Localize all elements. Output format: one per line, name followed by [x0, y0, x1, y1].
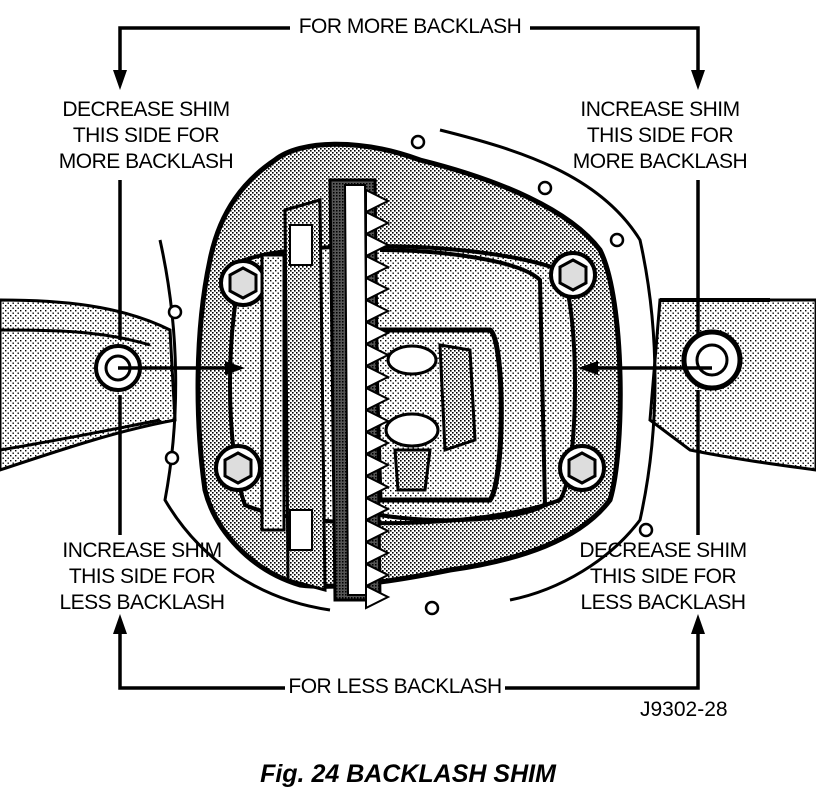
gear-tooth: [365, 430, 391, 456]
gear-tooth: [365, 320, 391, 346]
left-bottom-line-3: LESS BACKLASH: [59, 591, 225, 614]
arrow-frame: [113, 26, 712, 690]
right-top-label: INCREASE SHIM THIS SIDE FOR MORE BACKLAS…: [550, 97, 770, 175]
right-top-line-2: THIS SIDE FOR: [586, 124, 734, 147]
gear-tooth: [365, 342, 391, 368]
gear-tooth: [365, 364, 391, 390]
left-bottom-line-1: INCREASE SHIM: [62, 539, 222, 562]
right-bottom-label: DECREASE SHIM THIS SIDE FOR LESS BACKLAS…: [553, 538, 773, 616]
bottom-label: FOR LESS BACKLASH: [286, 674, 504, 700]
left-bottom-line-2: THIS SIDE FOR: [68, 565, 216, 588]
gear-tooth: [365, 298, 391, 324]
right-top-line-3: MORE BACKLASH: [572, 150, 748, 173]
gear-tooth: [365, 518, 391, 544]
differential-case: [372, 248, 548, 523]
left-top-line-1: DECREASE SHIM: [62, 98, 230, 121]
cap-bolt-upper-right: [549, 251, 597, 299]
figure-id: J9302-28: [640, 698, 728, 721]
gear-tooth: [365, 276, 391, 302]
gear-tooth: [365, 540, 391, 566]
gear-tooth: [365, 232, 391, 258]
left-top-label: DECREASE SHIM THIS SIDE FOR MORE BACKLAS…: [36, 97, 256, 175]
gear-tooth: [365, 188, 391, 214]
left-top-line-3: MORE BACKLASH: [58, 150, 234, 173]
gear-tooth: [365, 584, 391, 610]
gear-tooth: [365, 452, 391, 478]
cap-bolt-lower-right: [558, 444, 606, 492]
gear-tooth: [365, 210, 391, 236]
figure-caption: Fig. 24 BACKLASH SHIM: [260, 760, 556, 788]
left-bearing-shim-stack: [260, 198, 327, 592]
left-bottom-label: INCREASE SHIM THIS SIDE FOR LESS BACKLAS…: [32, 538, 252, 616]
gear-tooth: [365, 496, 391, 522]
gear-tooth: [365, 474, 391, 500]
gear-tooth: [365, 386, 391, 412]
right-top-line-1: INCREASE SHIM: [580, 98, 740, 121]
gear-tooth: [365, 408, 391, 434]
ring-gear: [328, 178, 391, 610]
gear-tooth: [365, 254, 391, 280]
gear-tooth: [365, 562, 391, 588]
cap-bolt-lower-left: [214, 444, 262, 492]
right-axle-tube: [648, 298, 816, 472]
top-label: FOR MORE BACKLASH: [292, 14, 528, 40]
right-bottom-line-1: DECREASE SHIM: [579, 539, 747, 562]
cap-bolt-upper-left: [219, 259, 267, 307]
housing-flange: [158, 128, 657, 616]
left-axle-tube: [0, 298, 177, 472]
right-bottom-line-3: LESS BACKLASH: [580, 591, 746, 614]
right-bottom-line-2: THIS SIDE FOR: [589, 565, 737, 588]
left-top-line-2: THIS SIDE FOR: [72, 124, 220, 147]
